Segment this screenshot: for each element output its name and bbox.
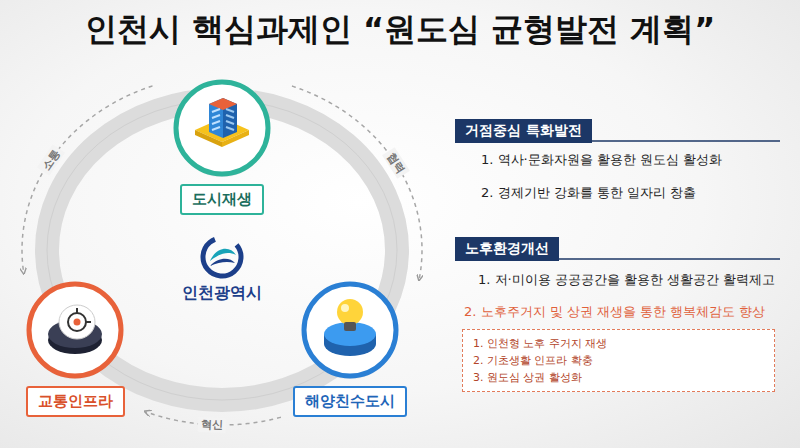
edge-label: 혁신 <box>197 417 226 433</box>
title: 인천시 핵심과제인 “원도심 균형발전 계획” <box>0 8 800 52</box>
list-item: 1. 역사·문화자원을 활용한 원도심 활성화 <box>481 151 722 169</box>
theme-label: 해양친수도시 <box>293 386 407 417</box>
theme-circle: 도시재생 <box>157 76 287 215</box>
cycle-arrow <box>22 86 153 273</box>
list-item: 1. 저·미이용 공공공간을 활용한 생활공간 활력제고 <box>478 271 775 289</box>
highlight-item: 2. 노후주거지 및 상권 재생을 통한 행복체감도 향상 <box>464 303 765 321</box>
edge-label: 소통 <box>37 144 65 176</box>
theme-circle: 해양친수도시 <box>285 278 415 417</box>
theme-label: 교통인프라 <box>26 386 125 417</box>
section-header: 노후환경개선 <box>455 237 559 261</box>
sub-item: 3. 원도심 상권 활성화 <box>473 369 764 386</box>
sub-item-box: 1. 인천형 노후 주거지 재생2. 기초생활 인프라 확충3. 원도심 상권 … <box>462 329 775 392</box>
theme-circle: 교통인프라 <box>10 278 140 417</box>
city-name: 인천광역시 <box>162 283 282 304</box>
section-title: 거점중심 특화발전 <box>465 122 582 140</box>
theme-icon <box>48 305 102 354</box>
circle-outline <box>285 278 415 382</box>
section-header: 거점중심 특화발전 <box>455 119 592 143</box>
city-logo <box>195 230 249 284</box>
cycle-arrow <box>292 86 422 280</box>
circle-outline <box>157 76 287 180</box>
list-item: 2. 경제기반 강화를 통한 일자리 창출 <box>481 184 696 202</box>
circle-outline <box>10 278 140 382</box>
theme-icon <box>195 98 249 147</box>
theme-label: 도시재생 <box>180 184 264 215</box>
theme-icon <box>324 299 376 356</box>
sub-item: 1. 인천형 노후 주거지 재생 <box>473 335 764 352</box>
edge-label: 협력 <box>382 148 410 180</box>
section-title: 노후환경개선 <box>465 240 549 258</box>
sub-item: 2. 기초생활 인프라 확충 <box>473 352 764 369</box>
